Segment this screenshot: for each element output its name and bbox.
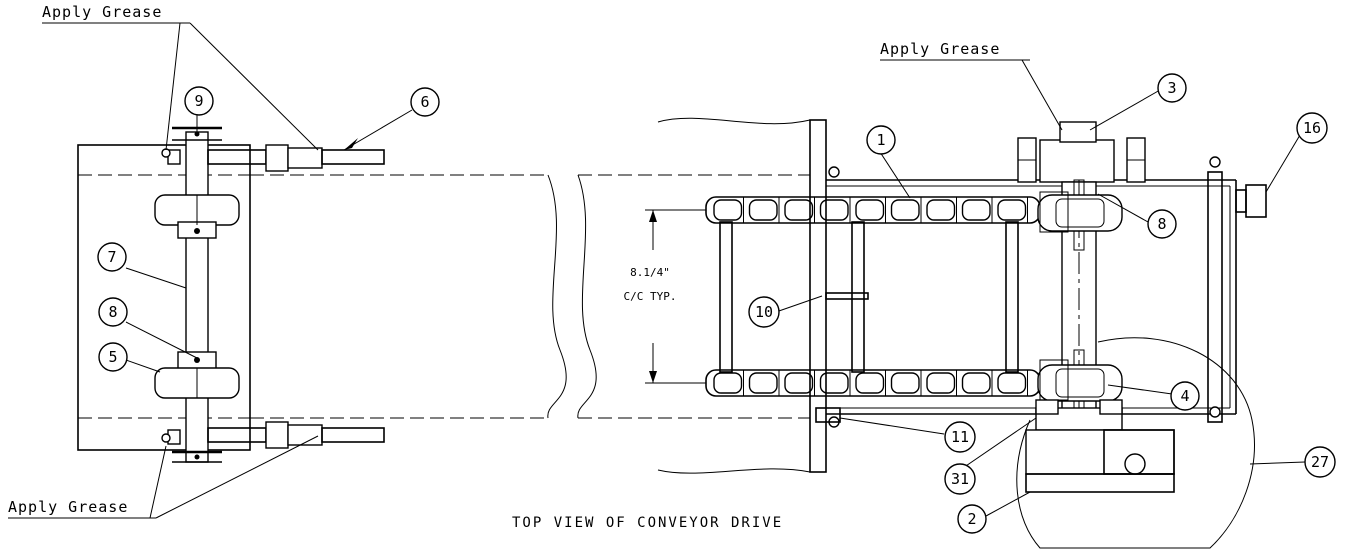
drive-chain-upper — [705, 196, 1041, 224]
chain-link — [784, 199, 814, 221]
drawing-caption: TOP VIEW OF CONVEYOR DRIVE — [512, 515, 783, 531]
balloon-31: 31 — [944, 463, 976, 495]
balloon-10: 10 — [748, 296, 780, 328]
drive-shaft-assembly — [1017, 121, 1146, 431]
balloon-1: 1 — [866, 125, 896, 155]
balloon-label: 5 — [108, 348, 117, 366]
chain-link — [855, 199, 885, 221]
balloon-8: 8 — [98, 297, 128, 327]
grease-note-text: Apply Grease — [8, 498, 128, 516]
flight-bars — [719, 221, 1019, 373]
balloon-label: 7 — [107, 248, 116, 266]
takeup-wheel-lower — [154, 351, 240, 399]
sprocket-lower — [1037, 364, 1123, 402]
grease-note-text: Apply Grease — [880, 40, 1000, 58]
chain-link — [926, 372, 956, 394]
balloon-label: 27 — [1311, 453, 1329, 471]
balloon-label: 31 — [951, 470, 969, 488]
chain-link — [997, 199, 1027, 221]
chain-link — [748, 372, 778, 394]
sprocket-upper — [1037, 194, 1123, 232]
takeup-wheel-upper — [154, 194, 240, 239]
balloon-11: 11 — [944, 421, 976, 453]
motor-body — [1025, 429, 1175, 475]
balloon-label: 16 — [1303, 119, 1321, 137]
chain-link — [961, 372, 991, 394]
chain-link — [890, 372, 920, 394]
grease-note-text: Apply Grease — [42, 3, 162, 21]
grease-fitting-icon — [161, 148, 181, 165]
chain-link — [748, 199, 778, 221]
chain-link — [997, 372, 1027, 394]
grease-note-top-left: Apply Grease — [42, 3, 319, 151]
grease-fitting-icon — [161, 429, 181, 445]
gear-motor — [1016, 337, 1255, 549]
balloon-2: 2 — [957, 504, 987, 534]
dimension-value: 8.1/4" — [630, 266, 670, 279]
balloon-label: 1 — [876, 131, 885, 149]
balloon-label: 10 — [755, 303, 773, 321]
balloon-label: 8 — [1157, 215, 1166, 233]
balloon-leaders — [125, 89, 1306, 517]
balloon-4: 4 — [1170, 381, 1200, 411]
balloon-label: 11 — [951, 428, 969, 446]
balloon-label: 4 — [1180, 387, 1189, 405]
chain-link — [855, 372, 885, 394]
balloon-27: 27 — [1304, 446, 1336, 478]
chain-link — [713, 199, 743, 221]
chain-link — [890, 199, 920, 221]
balloon-8: 8 — [1147, 209, 1177, 239]
balloon-16: 16 — [1296, 112, 1328, 144]
balloon-label: 8 — [108, 303, 117, 321]
bearing-upper — [1039, 139, 1115, 183]
balloon-6: 6 — [410, 87, 440, 117]
takeup-screw-upper — [207, 144, 385, 172]
grease-note-bottom-left: Apply Grease — [8, 435, 319, 519]
balloon-label: 2 — [967, 510, 976, 528]
balloon-7: 7 — [97, 242, 127, 272]
balloon-label: 6 — [420, 93, 429, 111]
frame-plate — [809, 119, 827, 473]
chain-link — [819, 372, 849, 394]
drive-frame — [809, 119, 1267, 473]
takeup-end-plate — [77, 144, 251, 451]
balloon-label: 9 — [194, 92, 203, 110]
balloon-5: 5 — [98, 342, 128, 372]
takeup-shaft — [185, 131, 209, 463]
drive-chain-lower — [705, 369, 1041, 397]
balloon-label: 3 — [1167, 79, 1176, 97]
takeup-assembly — [77, 126, 385, 463]
chain-link — [961, 199, 991, 221]
chain-link — [926, 199, 956, 221]
chain-link — [713, 372, 743, 394]
grease-note-top-right: Apply Grease — [880, 40, 1063, 131]
takeup-screw-lower — [207, 421, 385, 449]
chain-link — [784, 372, 814, 394]
dimension-note: C/C TYP. — [624, 290, 677, 303]
balloon-9: 9 — [184, 86, 214, 116]
conveyor-bed — [250, 117, 811, 474]
center-distance-dimension: 8.1/4" C/C TYP. — [624, 209, 706, 384]
chain-link — [819, 199, 849, 221]
balloon-3: 3 — [1157, 73, 1187, 103]
